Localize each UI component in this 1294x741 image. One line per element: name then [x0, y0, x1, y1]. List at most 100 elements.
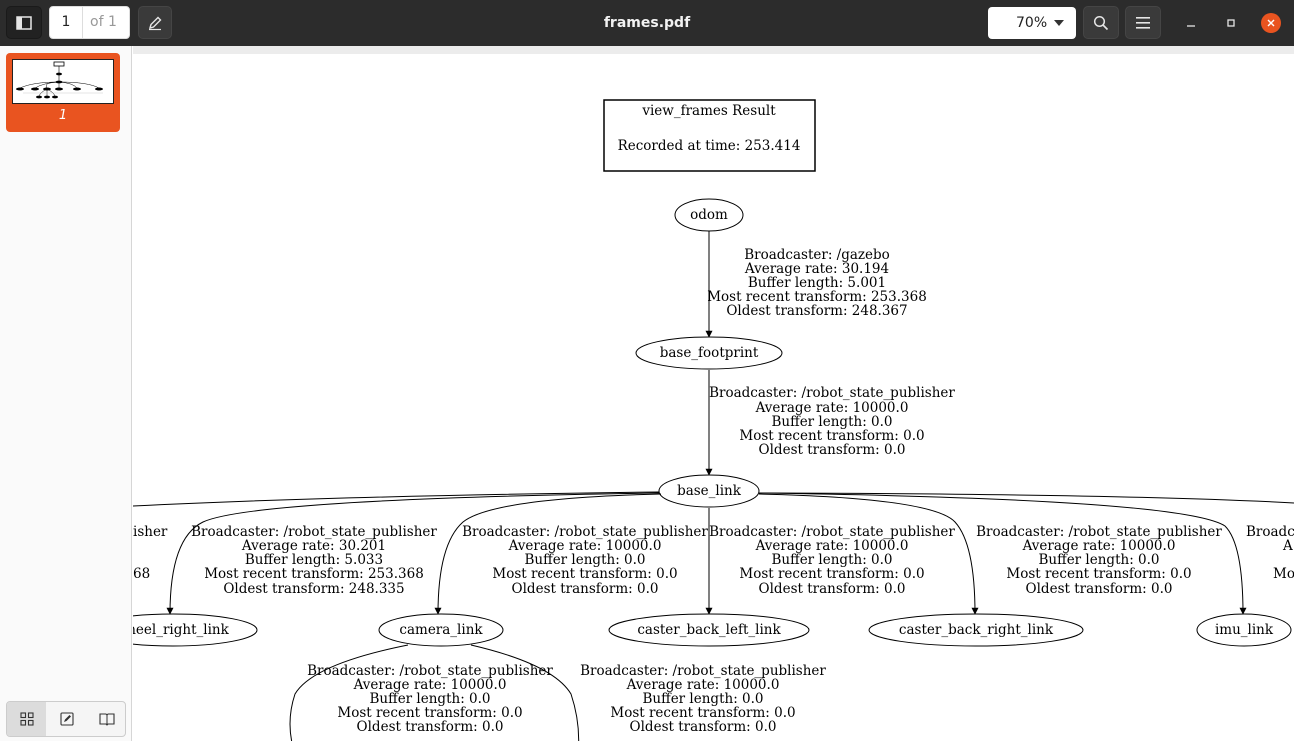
annotations-view-button[interactable]	[47, 702, 86, 736]
maximize-button[interactable]	[1220, 12, 1242, 34]
maximize-icon	[1227, 19, 1235, 27]
sidebar-view-switcher	[6, 701, 126, 737]
book-icon	[98, 713, 115, 726]
edge-label-line: Oldest transform: 0.0	[759, 442, 906, 458]
node-caster-back-right-link-label: caster_back_right_link	[899, 622, 1054, 638]
edge-label-line: Mo	[1273, 566, 1294, 582]
edge-label-line: Buffer length: 0.0	[771, 552, 892, 568]
annotation-icon	[59, 712, 74, 726]
title-bar: 1 of 1 frames.pdf 70%	[0, 0, 1294, 46]
edge-label-base-link-wheel-right: Broadcaster: /robot_state_publisher Aver…	[191, 524, 437, 597]
edge-label-line: Average rate: 10000.0	[755, 400, 909, 416]
edge-camera-child-b	[470, 644, 580, 741]
edge-base-link-camera	[434, 493, 662, 615]
edge-label-line: Buffer length: 0.0	[524, 552, 645, 568]
edge-label-line: Oldest transform: 0.0	[1026, 581, 1173, 597]
edge-label-line: Average rate: 10000.0	[755, 538, 909, 554]
edge-label-line: Average rate: 10000.0	[508, 538, 662, 554]
edge-label-line: Average rate: 10000.0	[353, 677, 507, 693]
edge-label-line: Buffer length: 0.0	[1038, 552, 1159, 568]
edge-label-line: Broadcaster: /robot_state_publisher	[191, 524, 437, 540]
edge-label-line: Oldest transform: 0.0	[357, 719, 504, 735]
node-base-link-label: base_link	[677, 483, 742, 499]
edge-label-line: Average rate: 30.194	[744, 261, 889, 277]
edge-label-left-clipped: isher 68	[133, 524, 168, 582]
page-thumbnail-image	[12, 59, 114, 104]
close-button[interactable]	[1261, 13, 1281, 33]
graph-recorded-time: Recorded at time: 253.414	[618, 138, 801, 154]
node-base-footprint	[635, 336, 783, 370]
edge-label-line: Buffer length: 0.0	[642, 691, 763, 707]
zoom-value: 70%	[1016, 15, 1048, 31]
chevron-down-icon	[1054, 20, 1064, 26]
edge-label-line: Broadcaster: /robot_state_publisher	[709, 524, 955, 540]
node-wheel-right-link	[133, 613, 258, 647]
sidebar-toggle-button[interactable]	[6, 6, 42, 39]
node-caster-back-right-link	[868, 613, 1084, 647]
document-view[interactable]: view_frames Result Recorded at time: 253…	[133, 46, 1294, 741]
edge-label-line: Most recent transform: 0.0	[1006, 566, 1191, 582]
search-button[interactable]	[1083, 6, 1119, 39]
edge-label-line: Oldest transform: 248.367	[726, 303, 907, 319]
node-imu-link	[1196, 613, 1292, 647]
edge-label-line: Broadcaster: /robot_state_publisher	[709, 385, 955, 401]
edge-camera-child-a	[289, 644, 409, 741]
page-thumbnail-selected[interactable]: 1	[6, 53, 120, 132]
edge-label-line: Most recent transform: 0.0	[739, 428, 924, 444]
edge-label-line: Average rate: 10000.0	[626, 677, 780, 693]
edge-label-line: Broadcaster: /robot_state_publisher	[307, 663, 553, 679]
edge-label-base-footprint-base-link: Broadcaster: /robot_state_publisher Aver…	[709, 385, 955, 458]
edge-label-line: Broadca	[1246, 524, 1294, 540]
hamburger-menu-icon	[1136, 16, 1150, 29]
minimize-button[interactable]	[1180, 12, 1202, 34]
graph-title: view_frames Result	[641, 103, 776, 119]
main-menu-button[interactable]	[1125, 6, 1161, 39]
edge-label-line: A	[1282, 538, 1293, 554]
node-wheel-right-link-label: heel_right_link	[133, 622, 230, 638]
edge-label-line: isher	[133, 524, 168, 540]
graph-title-box	[603, 99, 816, 172]
close-icon	[1267, 19, 1275, 27]
node-odom	[674, 198, 744, 232]
edge-label-line: Average rate: 10000.0	[1022, 538, 1176, 554]
tf-frames-graph: view_frames Result Recorded at time: 253…	[133, 99, 1294, 741]
edge-label-line: Oldest transform: 248.335	[223, 581, 404, 597]
page-total-label: of 1	[90, 14, 117, 30]
edge-label-line: Buffer length: 5.001	[748, 275, 886, 291]
edge-base-link-right-clipped	[758, 492, 1294, 504]
page-number-input[interactable]: 1	[50, 7, 83, 38]
edge-label-line: Most recent transform: 0.0	[610, 705, 795, 721]
edge-label-line: Buffer length: 0.0	[369, 691, 490, 707]
thumbnails-view-button[interactable]	[7, 702, 46, 736]
edge-label-base-link-caster-right: Broadcaster: /robot_state_publisher Aver…	[976, 524, 1222, 597]
edge-label-line: Broadcaster: /robot_state_publisher	[976, 524, 1222, 540]
search-icon	[1093, 15, 1109, 30]
edge-label-base-link-camera: Broadcaster: /robot_state_publisher Aver…	[462, 524, 708, 597]
zoom-select[interactable]: 70%	[988, 7, 1076, 39]
edge-label-line: Average rate: 30.201	[241, 538, 386, 554]
pencil-icon	[148, 16, 162, 30]
edge-base-link-wheel-right	[166, 492, 660, 615]
node-camera-link	[378, 613, 504, 647]
edge-label-camera-child-b: Broadcaster: /robot_state_publisher Aver…	[580, 663, 826, 735]
thumbnail-page-label: 1	[58, 108, 68, 123]
node-imu-link-label: imu_link	[1215, 622, 1274, 638]
bookmarks-view-button[interactable]	[87, 702, 126, 736]
edge-label-line: Most recent transform: 253.368	[204, 566, 424, 582]
node-odom-label: odom	[690, 207, 728, 223]
edge-label-line: Oldest transform: 0.0	[512, 581, 659, 597]
edge-label-line: 68	[133, 566, 150, 582]
thumbnail-sidebar: 1	[0, 46, 132, 741]
annotate-button[interactable]	[138, 6, 172, 39]
edge-label-line: Oldest transform: 0.0	[630, 719, 777, 735]
edge-label-odom-base-footprint: Broadcaster: /gazebo Average rate: 30.19…	[707, 247, 927, 319]
edge-label-line: Broadcaster: /robot_state_publisher	[462, 524, 708, 540]
edge-label-camera-child-a: Broadcaster: /robot_state_publisher Aver…	[307, 663, 553, 735]
node-base-footprint-label: base_footprint	[660, 345, 759, 361]
grid-icon	[19, 712, 34, 726]
node-caster-back-left-link-label: caster_back_left_link	[637, 622, 781, 638]
edge-label-line: Broadcaster: /gazebo	[744, 247, 890, 263]
edge-label-line: Most recent transform: 0.0	[337, 705, 522, 721]
edge-label-imu-clipped: Broadca A Mo	[1246, 524, 1294, 582]
edge-base-link-imu	[758, 492, 1247, 615]
